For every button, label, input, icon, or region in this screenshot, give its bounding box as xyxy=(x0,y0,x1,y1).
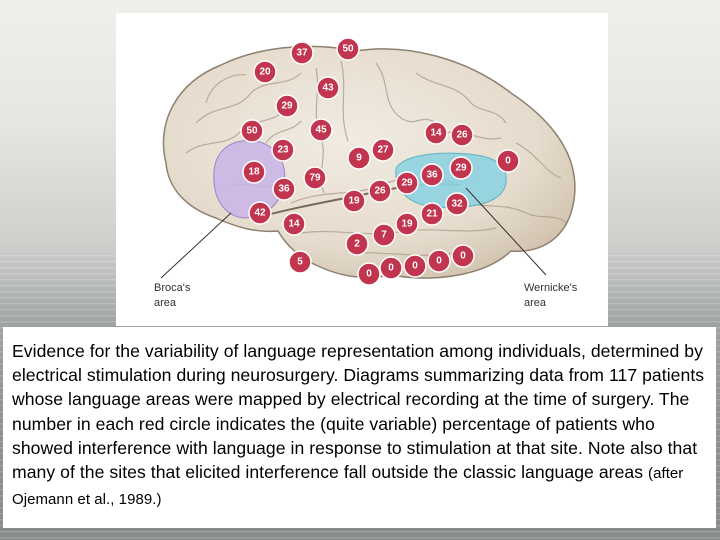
site-5: 5 xyxy=(288,250,312,274)
site-0c: 0 xyxy=(379,256,403,280)
site-36b-label: 36 xyxy=(426,170,438,181)
site-14b: 14 xyxy=(282,212,306,236)
figure-caption: Evidence for the variability of language… xyxy=(12,339,712,512)
wernicke-area-region xyxy=(395,152,507,208)
site-21: 21 xyxy=(420,202,444,226)
site-23: 23 xyxy=(271,138,295,162)
site-29a-label: 29 xyxy=(281,101,293,112)
site-23-label: 23 xyxy=(277,145,289,156)
site-42-label: 42 xyxy=(254,208,266,219)
site-29a: 29 xyxy=(275,94,299,118)
site-0a: 0 xyxy=(496,149,520,173)
site-7-label: 7 xyxy=(381,230,387,241)
site-18-label: 18 xyxy=(248,167,260,178)
site-20: 20 xyxy=(253,60,277,84)
site-26b-label: 26 xyxy=(374,186,386,197)
site-79-label: 79 xyxy=(309,173,321,184)
site-9: 9 xyxy=(347,146,371,170)
site-20-label: 20 xyxy=(259,67,271,78)
site-14a: 14 xyxy=(424,121,448,145)
site-26b: 26 xyxy=(368,179,392,203)
broca-label-line2: area xyxy=(154,297,177,309)
site-9-label: 9 xyxy=(356,153,362,164)
wernicke-label-line1: Wernicke's xyxy=(524,282,578,294)
site-29b: 29 xyxy=(395,171,419,195)
site-50b: 50 xyxy=(240,119,264,143)
site-27-label: 27 xyxy=(377,145,389,156)
site-50a-label: 50 xyxy=(342,44,354,55)
site-0a-label: 0 xyxy=(505,156,511,167)
site-19b: 19 xyxy=(395,212,419,236)
site-0e-label: 0 xyxy=(436,256,442,267)
site-43-label: 43 xyxy=(322,83,334,94)
site-7: 7 xyxy=(372,223,396,247)
site-29b-label: 29 xyxy=(401,178,413,189)
site-14b-label: 14 xyxy=(288,219,300,230)
site-36b: 36 xyxy=(420,163,444,187)
site-36a-label: 36 xyxy=(278,184,290,195)
caption-citation-b: Ojemann et al., 1989.) xyxy=(12,491,162,509)
site-19a: 19 xyxy=(342,189,366,213)
site-0f: 0 xyxy=(451,244,475,268)
site-37-label: 37 xyxy=(296,48,308,59)
caption-citation-a: (after xyxy=(648,465,684,483)
site-79: 79 xyxy=(303,166,327,190)
site-43: 43 xyxy=(316,76,340,100)
site-42: 42 xyxy=(248,201,272,225)
site-19a-label: 19 xyxy=(348,196,360,207)
wernicke-label-line2: area xyxy=(524,297,547,309)
site-0c-label: 0 xyxy=(388,263,394,274)
site-18: 18 xyxy=(242,160,266,184)
wernicke-leader-line xyxy=(465,187,547,276)
site-32: 32 xyxy=(445,192,469,216)
site-50a: 50 xyxy=(336,37,360,61)
site-50b-label: 50 xyxy=(246,126,258,137)
site-0d: 0 xyxy=(403,254,427,278)
site-37: 37 xyxy=(290,41,314,65)
site-29c: 29 xyxy=(449,156,473,180)
site-0d-label: 0 xyxy=(412,261,418,272)
site-2-label: 2 xyxy=(354,239,360,250)
site-14a-label: 14 xyxy=(430,128,442,139)
figure-panel: Broca's area Wernicke's area 37 50 20 43… xyxy=(116,13,608,326)
site-0e: 0 xyxy=(427,249,451,273)
site-0b-label: 0 xyxy=(366,269,372,280)
site-0f-label: 0 xyxy=(460,251,466,262)
caption-main: Evidence for the variability of language… xyxy=(12,341,705,483)
site-26a: 26 xyxy=(450,123,474,147)
broca-leader-line xyxy=(160,212,232,279)
site-2: 2 xyxy=(345,232,369,256)
site-26a-label: 26 xyxy=(456,130,468,141)
site-19b-label: 19 xyxy=(401,219,413,230)
site-29c-label: 29 xyxy=(455,163,467,174)
site-32-label: 32 xyxy=(451,199,463,210)
caption-panel xyxy=(3,327,716,528)
site-0b: 0 xyxy=(357,262,381,286)
site-21-label: 21 xyxy=(426,209,438,220)
site-36a: 36 xyxy=(272,177,296,201)
brain-diagram: Broca's area Wernicke's area 37 50 20 43… xyxy=(154,37,578,309)
site-27: 27 xyxy=(371,138,395,162)
site-45: 45 xyxy=(309,118,333,142)
site-5-label: 5 xyxy=(297,257,303,268)
site-45-label: 45 xyxy=(315,125,327,136)
broca-label-line1: Broca's xyxy=(154,282,191,294)
